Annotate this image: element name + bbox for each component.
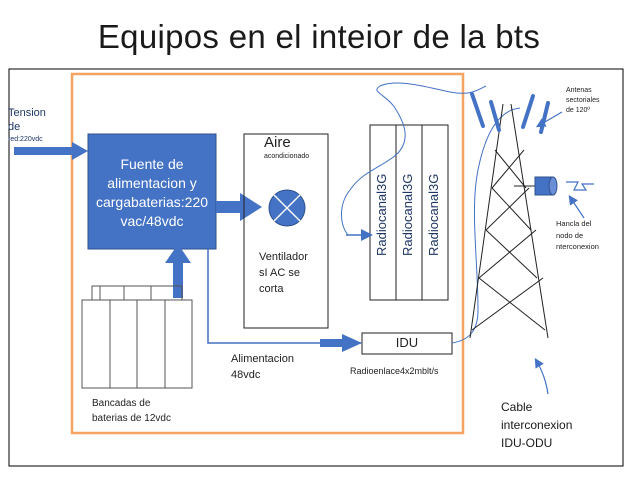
radio-rack xyxy=(369,124,449,301)
alimentacion-line1: Alimentacion xyxy=(231,353,294,365)
antenas-callout-arrow xyxy=(535,111,563,128)
fan-symbol xyxy=(268,189,306,227)
cable-line1: Cable xyxy=(501,400,533,414)
power-line-arrow xyxy=(320,334,362,352)
radiocanal-label-3: Radiocanal3G xyxy=(426,173,441,256)
antenas-line3: de 120º xyxy=(566,107,590,115)
fuente-box xyxy=(87,133,217,250)
cable-callout-arrow xyxy=(534,357,549,395)
ventilador-line3: corta xyxy=(259,282,284,295)
hancla-line1: Hancla del xyxy=(556,219,592,228)
tension-line2: de xyxy=(8,121,21,134)
radiocanal-label-2: Radiocanal3G xyxy=(400,173,415,256)
bancadas-label: Bancadas de baterias de 12vdc xyxy=(92,396,171,426)
hancla-line3: nterconexion xyxy=(556,242,599,252)
antenas-line1: Antenas xyxy=(566,87,592,94)
bancadas-line2: baterias de 12vdc xyxy=(92,413,171,424)
fuente-line3: cargabaterias:220 xyxy=(95,193,209,210)
ventilador-line1: Ventilador xyxy=(259,251,308,263)
tower xyxy=(469,103,549,339)
bts-shelter-frame xyxy=(70,72,465,435)
fuente-label: Fuente de alimentacion y cargabaterias:2… xyxy=(88,155,216,231)
alimentacion-label: Alimentacion 48vdc xyxy=(231,352,294,384)
idu-label: IDU xyxy=(395,335,419,350)
antenas-label: Antenas sectoriales de 120º xyxy=(566,86,599,116)
batteries-to-fuente-arrow xyxy=(165,244,191,298)
bancadas-line1: Bancadas de xyxy=(92,398,151,409)
aire-box xyxy=(243,133,329,329)
fuente-line2: alimentacion y xyxy=(107,174,197,191)
aire-title: Aire xyxy=(264,134,291,151)
fuente-to-aire-arrow xyxy=(216,193,262,221)
fuente-line4: vac/48vdc xyxy=(120,212,184,229)
tension-label: Tension de red:220vdc xyxy=(8,106,46,144)
page-title: Equipos en el inteior de la bts xyxy=(97,18,541,55)
cable-line3: IDU-ODU xyxy=(501,436,553,450)
hancla-label: Hancla del nodo de nterconexion xyxy=(556,218,599,253)
ventilador-label: Ventilador sI AC se corta xyxy=(259,250,308,298)
battery-bank xyxy=(81,285,193,389)
sectoral-antennas xyxy=(470,92,550,134)
fuente-line1: Fuente de xyxy=(120,156,184,172)
cable-line2: interconexion xyxy=(501,418,573,432)
hancla-callout-arrow xyxy=(568,195,585,219)
radiocanal-label-1: Radiocanal3G xyxy=(374,173,389,256)
ventilador-line2: sI AC se xyxy=(259,266,300,279)
radioenlace-label: Radioenlace4x2mblt/s xyxy=(350,366,439,376)
outer-frame xyxy=(8,68,624,467)
antenas-line2: sectoriales xyxy=(566,97,600,105)
cable-label: Cable interconexion IDU-ODU xyxy=(501,398,572,452)
hancla-line2: nodo de xyxy=(556,230,584,240)
power-line-48vdc xyxy=(207,249,361,344)
microwave-dish xyxy=(514,176,594,196)
tension-input-arrow xyxy=(14,142,88,160)
aire-subtitle: acondicionado xyxy=(264,153,310,160)
tension-line1: Tension xyxy=(8,107,46,119)
tension-line3: red:220vdc xyxy=(8,135,43,143)
idu-box xyxy=(361,332,453,355)
alimentacion-line2: 48vdc xyxy=(231,368,261,381)
